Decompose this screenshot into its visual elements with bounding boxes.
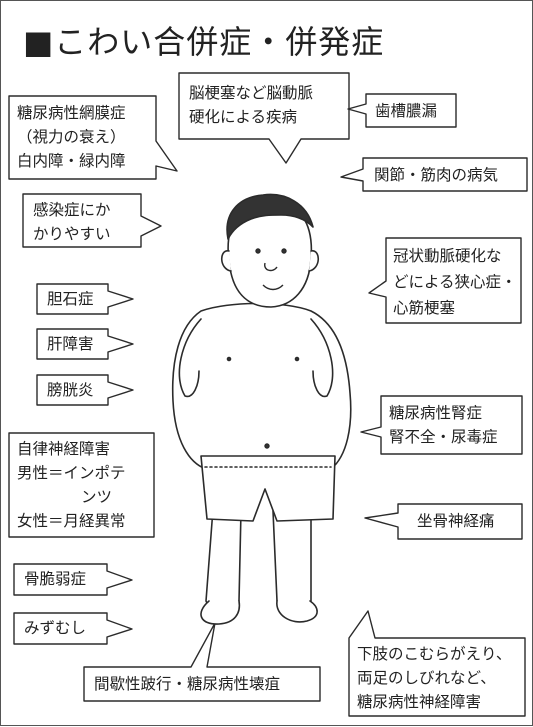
callout-line: ンツ [81,488,113,506]
underwear [200,455,336,522]
callout-liver: 肝障害 [47,332,94,356]
hair [226,193,314,240]
right-leg [272,508,312,612]
callout-line: 糖尿病性網膜症 [17,104,126,122]
callout-bubble-eye [8,95,178,180]
face-details [226,248,300,449]
callout-line: 歯槽膿漏 [375,102,438,120]
callout-line: 間歇性跛行・糖尿病性壊疽 [94,675,281,693]
callout-line: 糖尿病性神経障害 [357,693,482,711]
callout-bubble-joints [340,157,528,192]
callout-bubble-infection [22,193,162,248]
callout-line: 白内障・緑内障 [17,152,126,170]
callout-bubble-kidney [360,395,523,455]
callout-line: 下肢のこむらがえり、 [357,645,512,663]
callout-line: 硬化による疾病 [189,108,298,126]
callout-bubble-legs [348,610,526,717]
man-figure-icon [171,193,352,625]
right-arm [310,318,334,398]
right-eye [281,248,287,254]
callout-infection: 感染症にか かりやすい [33,198,111,246]
callout-line: 胆石症 [47,290,94,308]
callout-line: 男性＝インポテ [17,464,126,482]
callout-joints: 関節・筋肉の病気 [374,163,498,187]
page-title: ■こわい合併症・併発症 [23,23,385,61]
callout-legs: 下肢のこむらがえり、 両足のしびれなど、 糖尿病性神経障害 [357,642,511,714]
callout-line: 糖尿病性腎症 [389,404,483,422]
callout-line: 坐骨神経痛 [417,512,495,530]
left-eye [255,248,261,254]
callout-teeth: 歯槽膿漏 [375,99,437,123]
callout-sciatica: 坐骨神経痛 [417,509,495,533]
callout-line: 腎不全・尿毒症 [389,428,498,446]
callout-line: 冠状動脈硬化な [393,247,502,265]
callout-bubble-autonomic [8,432,155,538]
callout-line: 両足のしびれなど、 [357,669,496,687]
callout-bubble-bladder [36,374,134,406]
callout-bubble-teeth [347,93,457,128]
callout-line: 膀胱炎 [47,381,94,399]
callout-line: どによる狭心症・ [393,273,517,291]
left-leg [205,508,242,612]
left-arm [178,318,202,398]
callout-line: 感染症にか [33,201,111,219]
callout-bladder: 膀胱炎 [47,378,94,402]
callout-gangrene: 間歇性跛行・糖尿病性壊疽 [94,672,280,696]
callout-line: 骨脆弱症 [24,570,87,588]
callout-tinea: みずむし [24,616,86,640]
left-foot [200,600,241,625]
callout-bubble-tinea [13,612,133,645]
callout-line: 脳梗塞など脳動脈 [189,84,314,102]
callout-bubble-gangrene [83,622,321,702]
nose [264,262,278,272]
callout-line: 女性＝月経異常 [17,512,126,530]
torso [171,302,352,470]
right-foot [276,600,318,623]
callout-gallstone: 胆石症 [47,287,94,311]
callout-osteoporosis: 骨脆弱症 [24,567,86,591]
callout-bubble-sciatica [364,503,523,540]
callout-heart: 冠状動脈硬化な どによる狭心症・ 心筋梗塞 [393,243,517,321]
mouth [262,284,284,291]
callout-autonomic: 自律神経障害 男性＝インポテ ンツ 女性＝月経異常 [17,437,126,533]
callout-bubble-heart [368,237,522,324]
callout-line: みずむし [24,619,87,637]
right-ear [308,250,320,272]
callout-kidney: 糖尿病性腎症 腎不全・尿毒症 [389,401,498,449]
callout-eye: 糖尿病性網膜症 （視力の衰え） 白内障・緑内障 [17,101,126,173]
left-ear [220,250,232,272]
callout-brain: 脳梗塞など脳動脈 硬化による疾病 [189,81,313,129]
callout-bubble-gallstone [36,283,134,315]
callout-line: かりやすい [33,225,111,243]
callout-bubble-brain [178,72,350,164]
callout-line: 自律神経障害 [17,440,111,458]
navel [264,443,270,449]
callout-line: （視力の衰え） [17,128,126,146]
callout-line: 関節・筋肉の病気 [374,166,499,184]
callout-line: 心筋梗塞 [393,299,456,317]
callout-line: 肝障害 [47,335,94,353]
callout-bubble-liver [36,328,134,360]
callout-bubble-osteoporosis [13,563,133,596]
